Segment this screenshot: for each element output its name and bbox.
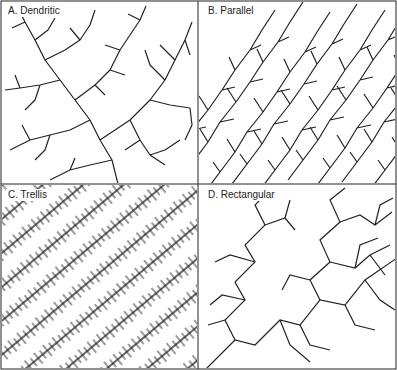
parallel-network [199, 2, 395, 183]
trellis-network [2, 185, 197, 368]
panel-label: B. Parallel [206, 5, 256, 17]
panel-label: A. Dendritic [6, 5, 62, 17]
panel-label: D. Rectangular [206, 189, 277, 201]
rectangular-network [205, 188, 395, 368]
panel-label: C. Trellis [6, 189, 49, 201]
dendritic-network [5, 6, 192, 183]
